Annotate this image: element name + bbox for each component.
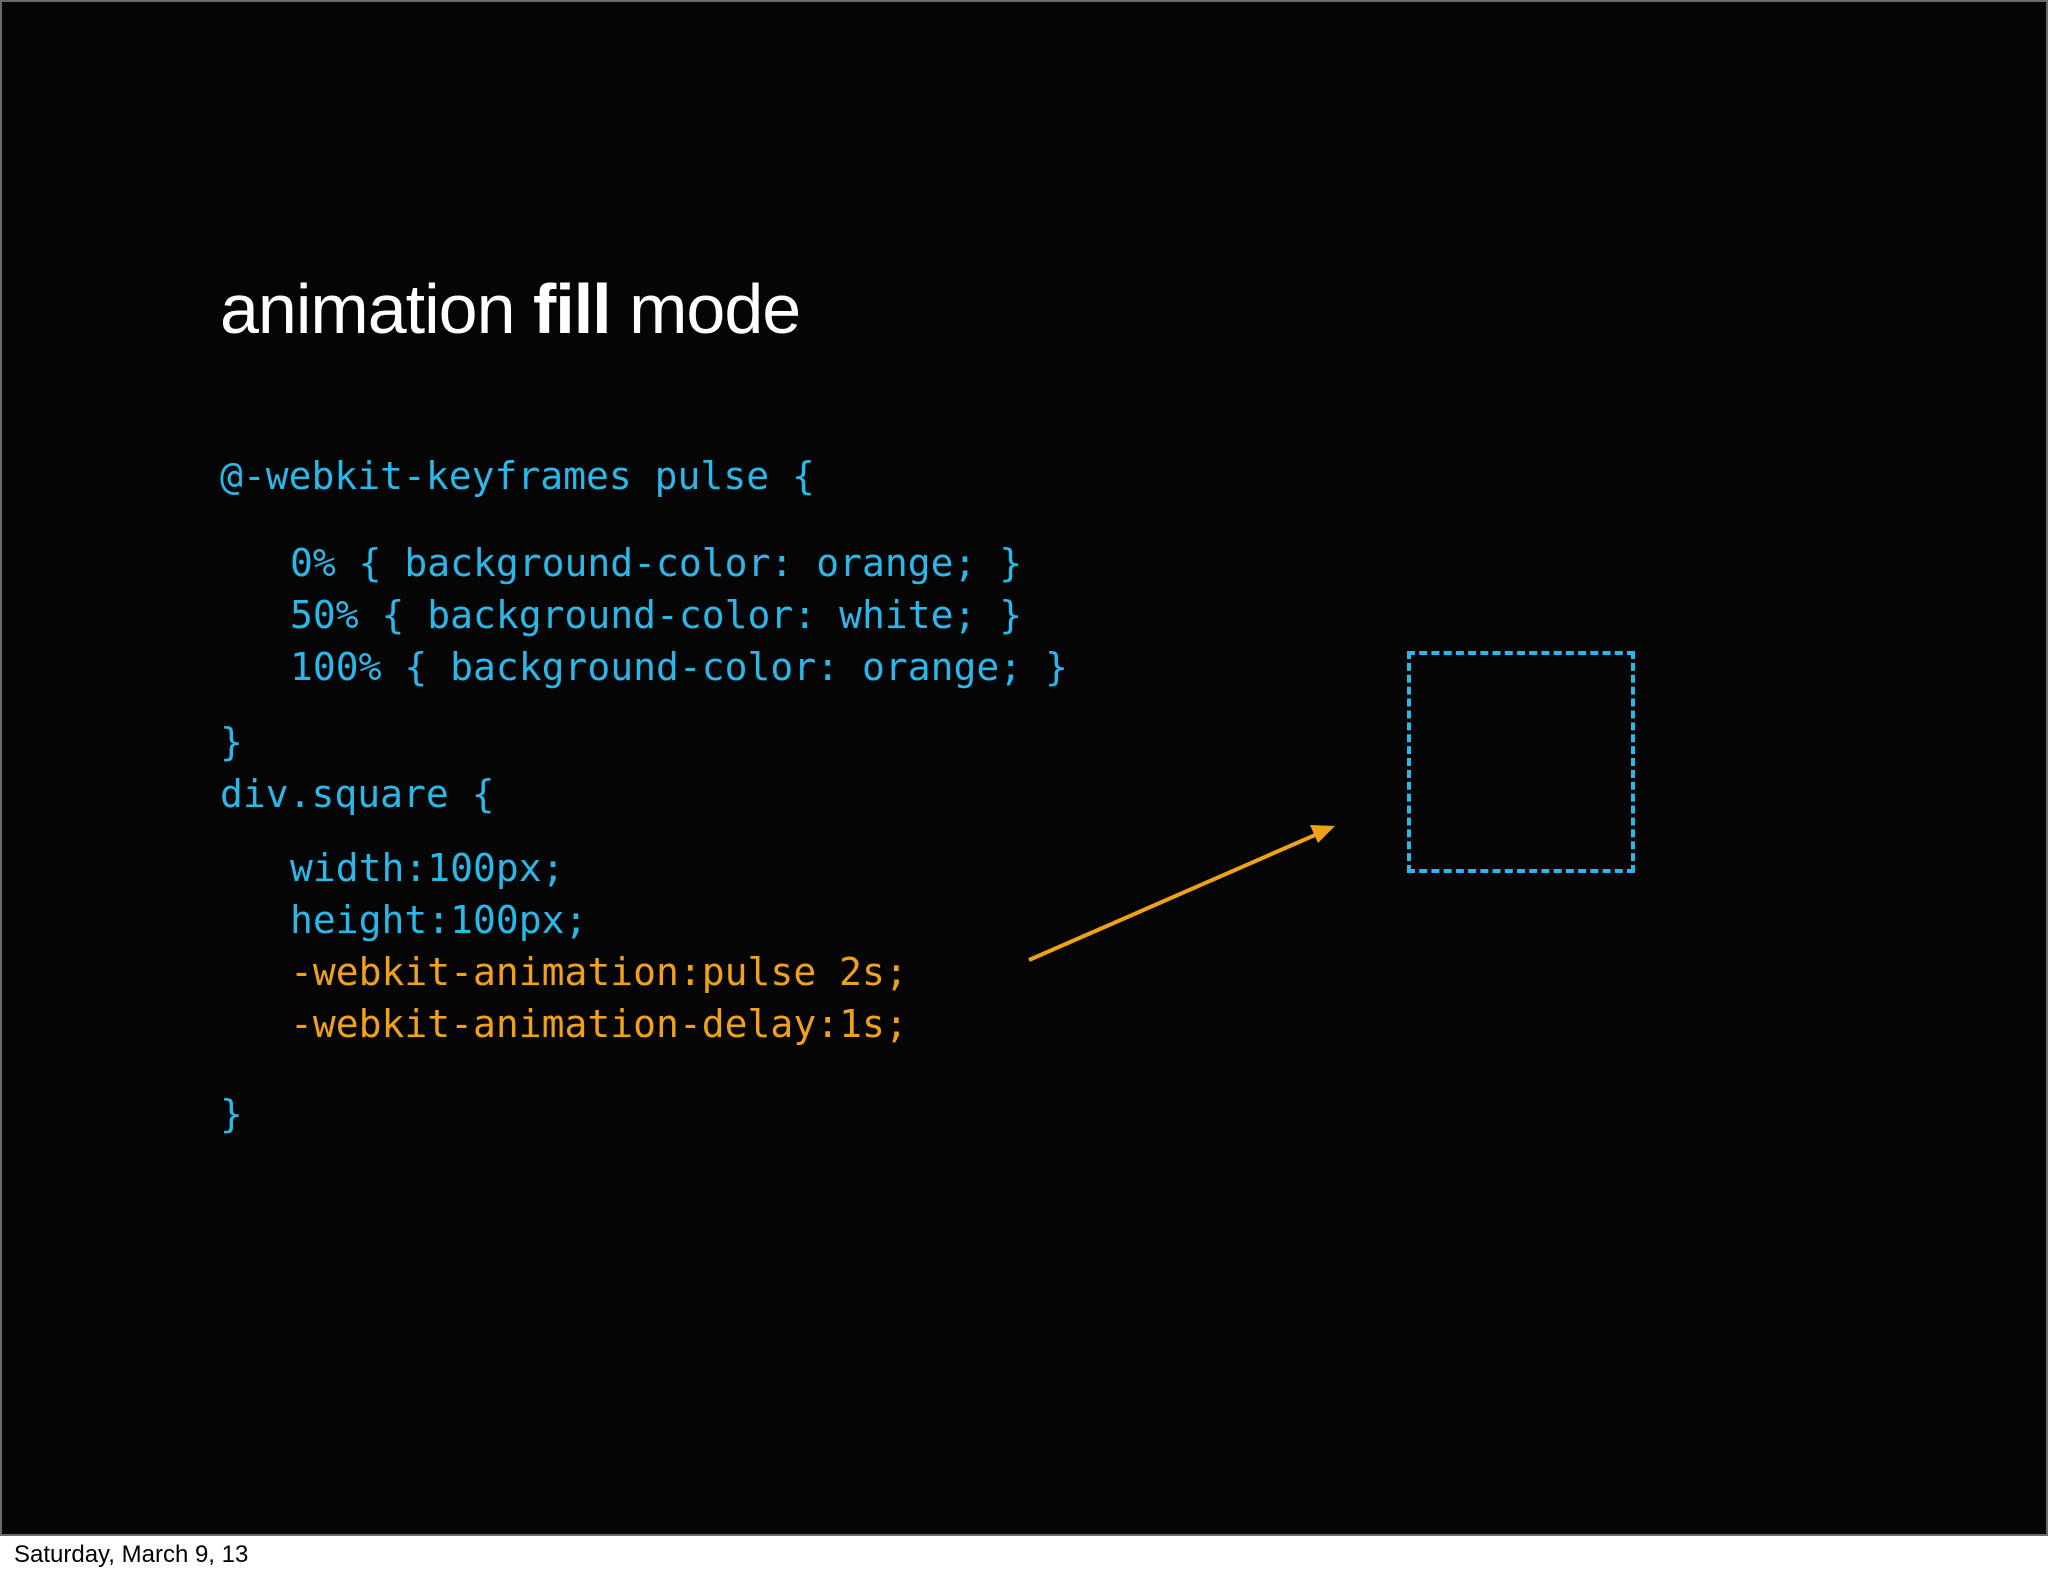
code-line-keyframe-50: 50% { background-color: white; } [290, 593, 1023, 637]
code-line-selector-open: div.square { [220, 772, 495, 816]
footer-date: Saturday, March 9, 13 [14, 1541, 249, 1568]
code-line-keyframe-0: 0% { background-color: orange; } [290, 541, 1023, 585]
title-bold-word: fill [532, 270, 612, 348]
code-line-width: width:100px; [290, 846, 565, 890]
code-line-animation-delay: -webkit-animation-delay:1s; [290, 1002, 908, 1046]
title-prefix: animation [220, 270, 533, 348]
slide: animation fill mode @-webkit-keyframes p… [0, 0, 2048, 1536]
code-line-height: height:100px; [290, 898, 588, 942]
title-suffix: mode [610, 270, 801, 348]
code-line-keyframes-open: @-webkit-keyframes pulse { [220, 454, 815, 498]
code-line-animation: -webkit-animation:pulse 2s; [290, 950, 908, 994]
dashed-square [1407, 651, 1635, 873]
code-line-selector-close: } [220, 1092, 243, 1136]
code-line-keyframes-close: } [220, 720, 243, 764]
code-line-keyframe-100: 100% { background-color: orange; } [290, 645, 1068, 689]
slide-title: animation fill mode [220, 264, 801, 354]
